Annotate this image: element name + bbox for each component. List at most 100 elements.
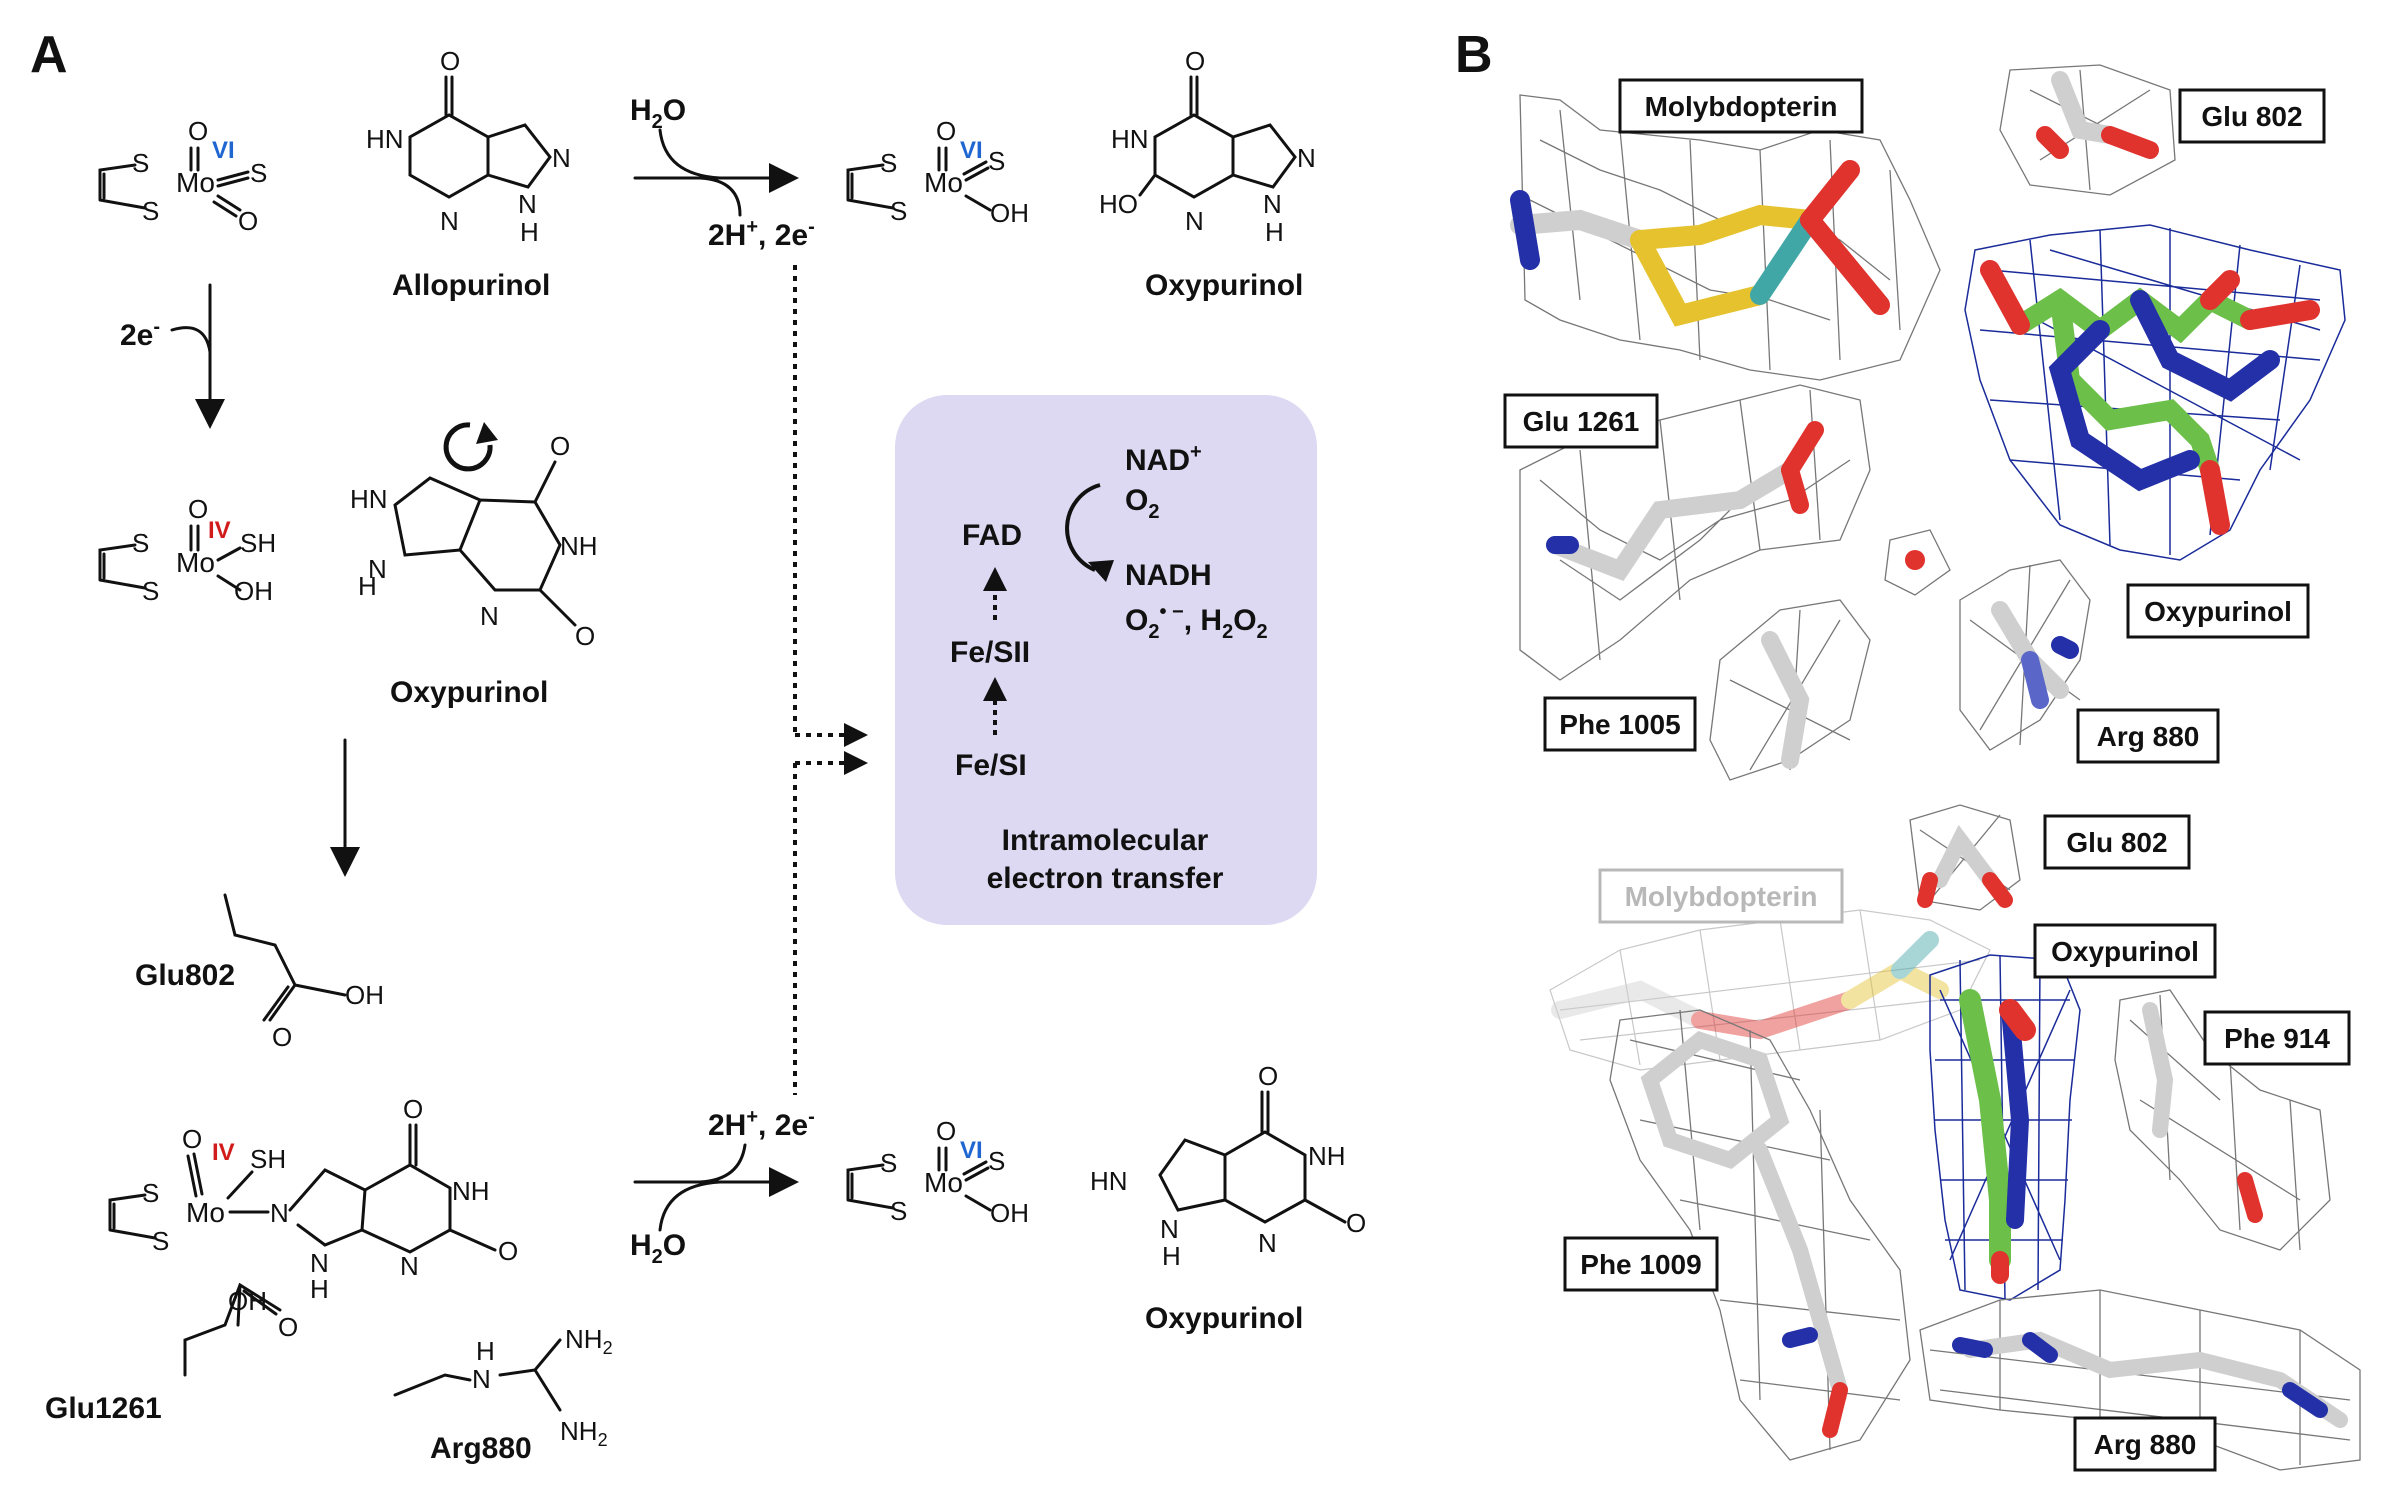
nh2-label: NH2 (565, 1324, 613, 1358)
glu802-structure: OH O (223, 893, 384, 1052)
h-label: H (520, 217, 539, 247)
sulfur-label: S (132, 528, 149, 558)
hn-label: HN (1111, 124, 1149, 154)
electron-transfer-box: NAD+ O2 FAD NADH O2• −, H2O2 Fe/SII Fe/S… (895, 395, 1317, 925)
oxygen-label: O (575, 621, 595, 651)
sulfur-label: S (142, 576, 159, 606)
label-arg880-top: Arg 880 (2076, 708, 2220, 764)
arg880-label: Arg880 (430, 1432, 532, 1465)
hn-label: HN (1090, 1166, 1128, 1196)
mo-vi-complex-top-left: S S Mo O VI S O (98, 116, 267, 236)
hydroxyl-label: OH (990, 198, 1029, 228)
sulfur-label: S (988, 1146, 1005, 1176)
n-label: N (472, 1364, 491, 1394)
svg-text:Arg 880: Arg 880 (2094, 1429, 2197, 1460)
sulfur-label: S (152, 1226, 169, 1256)
mo-iv-complex: S S Mo O IV SH OH (98, 494, 276, 606)
hydroxyl-label: OH (228, 1286, 267, 1316)
nh2-label: NH2 (560, 1416, 608, 1450)
glu1261-label: Glu1261 (45, 1392, 162, 1425)
oxygen-label: O (936, 1116, 956, 1146)
ox-state-vi: VI (960, 1137, 983, 1164)
h2o-label: H2O (630, 1229, 686, 1268)
n-label: N (270, 1198, 289, 1228)
box-caption-line2: electron transfer (987, 862, 1224, 895)
oxygen-label: O (1185, 46, 1205, 76)
sulfur-label: S (132, 148, 149, 178)
svg-text:Phe 914: Phe 914 (2224, 1023, 2330, 1054)
label-molybdopterin-bottom: Molybdopterin (1598, 868, 1844, 924)
n-label: N (1185, 206, 1204, 236)
ox-state-iv: IV (208, 517, 231, 544)
hn-label: HN (366, 124, 404, 154)
svg-text:Arg 880: Arg 880 (2097, 721, 2200, 752)
ox-state-iv: IV (212, 1139, 235, 1166)
oxygen-label: O (182, 1124, 202, 1154)
o2-label: O2 (1125, 484, 1159, 523)
oxygen-label: O (188, 116, 208, 146)
mo-label: Mo (176, 167, 215, 198)
oxypurinol-structure-rotated: O NH N O HN N H (350, 431, 598, 651)
panel-a-letter: A (30, 26, 68, 84)
n-label: N (480, 601, 499, 631)
nadh-label: NADH (1125, 559, 1212, 592)
sulfur-label: S (890, 1196, 907, 1226)
nh-label: NH (452, 1176, 490, 1206)
hydroxyl-label: OH (234, 576, 273, 606)
hydroxyl-label: OH (990, 1198, 1029, 1228)
fad-label: FAD (962, 519, 1022, 552)
oxypurinol-structure-bottom: O NH N O HN N H (1090, 1061, 1366, 1271)
n-label: N (518, 189, 537, 219)
sulfur-label: S (880, 1148, 897, 1178)
protons-electrons-label: 2H+, 2e- (708, 1106, 815, 1142)
ros-label: O2• −, H2O2 (1125, 601, 1268, 643)
oxypurinol-structure-top: O HN N HO N N H (1099, 46, 1316, 247)
mo-label: Mo (186, 1197, 225, 1228)
h-label: H (358, 571, 377, 601)
label-phe1009-bottom: Phe 1009 (1563, 1236, 1719, 1292)
sulfur-label: S (890, 196, 907, 226)
mo-label: Mo (924, 167, 963, 198)
oxygen-label: O (550, 431, 570, 461)
bottom-reaction-arrow: 2H+, 2e- H2O (630, 1106, 815, 1268)
svg-text:Phe 1005: Phe 1005 (1559, 709, 1680, 740)
n-label: N (310, 1248, 329, 1278)
sulfur-label: S (880, 148, 897, 178)
sulfur-label: S (142, 196, 159, 226)
n-label: N (400, 1251, 419, 1281)
label-phe914-bottom: Phe 914 (2203, 1010, 2351, 1066)
box-caption-line1: Intramolecular (1002, 824, 1209, 857)
oxygen-label: O (498, 1236, 518, 1266)
mo-vi-complex-bottom-product: S S Mo O VI S OH (846, 1116, 1029, 1228)
h-label: H (1162, 1241, 1181, 1271)
fesi-label: Fe/SI (955, 749, 1027, 782)
svg-text:Glu 1261: Glu 1261 (1523, 406, 1640, 437)
n-label: N (1297, 143, 1316, 173)
sulfur-label: S (250, 158, 267, 188)
n-label: N (1263, 189, 1282, 219)
ho-label: HO (1099, 189, 1138, 219)
oxypurinol-label-top: Oxypurinol (1145, 269, 1303, 302)
n-label: N (368, 554, 387, 584)
svg-text:Oxypurinol: Oxypurinol (2051, 936, 2199, 967)
h2o-label: H2O (630, 94, 686, 133)
nh-label: NH (560, 531, 598, 561)
mo-label: Mo (924, 1167, 963, 1198)
ox-state-vi: VI (960, 137, 983, 164)
n-label: N (440, 206, 459, 236)
oxygen-label: O (272, 1022, 292, 1052)
top-reaction-arrow: H2O 2H+, 2e- (630, 94, 815, 252)
oxygen-label: O (1346, 1208, 1366, 1238)
oxygen-label: O (188, 494, 208, 524)
oxygen-label: O (403, 1094, 423, 1124)
mo-iv-oxypurinol-complex: S S Mo O IV SH N N H O NH N O (108, 1094, 518, 1304)
svg-text:Molybdopterin: Molybdopterin (1645, 91, 1838, 122)
crystal-structure-bottom: Glu 802 Molybdopterin Oxypurinol Phe 914… (1549, 804, 2361, 1472)
h-label: H (476, 1336, 495, 1366)
ox-state-vi: VI (212, 137, 235, 164)
protons-electrons-label: 2H+, 2e- (708, 216, 815, 252)
sh-label: SH (240, 528, 276, 558)
rotation-icon (443, 422, 498, 472)
sh-label: SH (250, 1144, 286, 1174)
